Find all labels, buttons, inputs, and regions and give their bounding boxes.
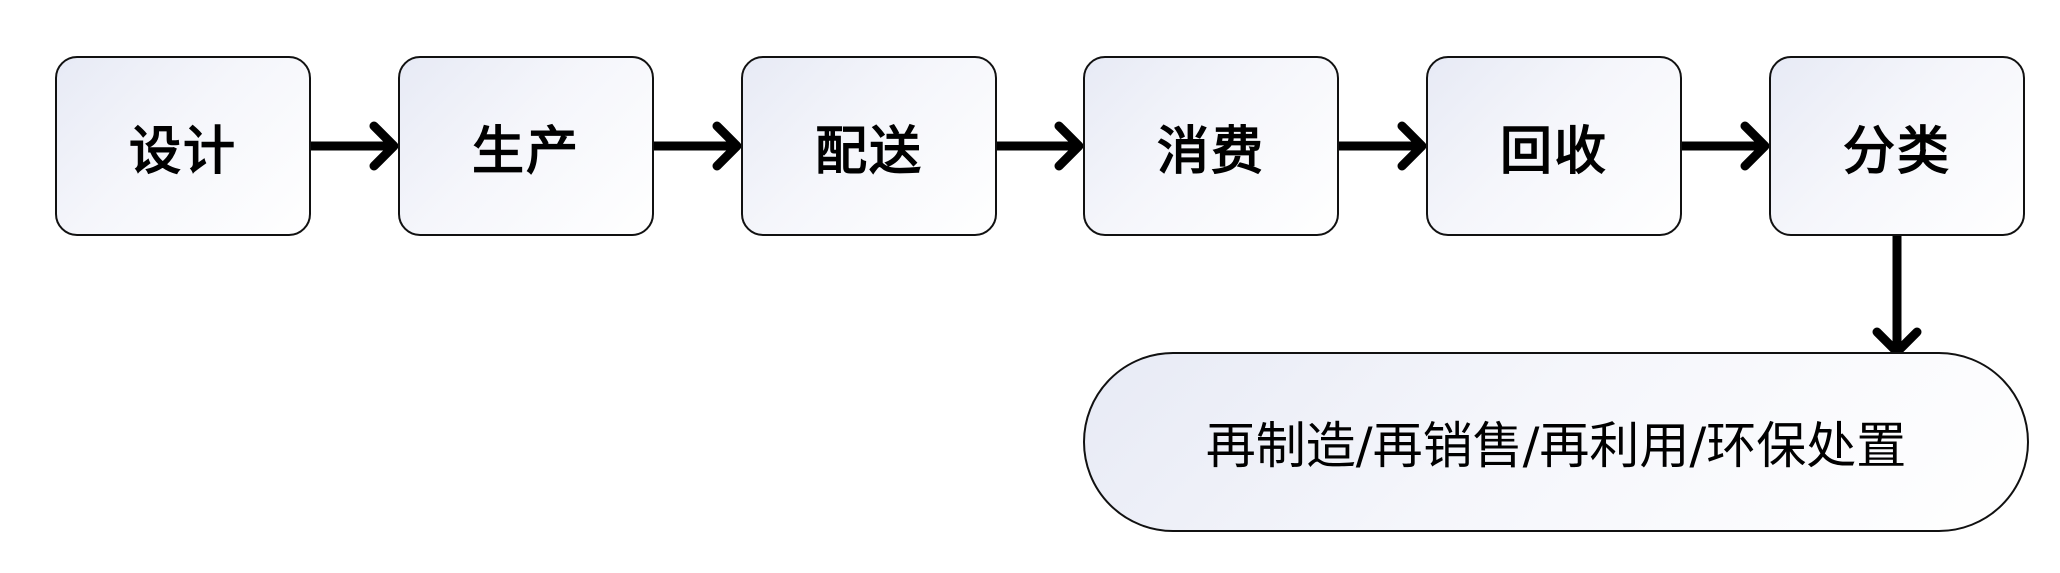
arrow-sorting-to-outcome [1872, 231, 1922, 357]
arrow-consumption-to-recycling [1334, 121, 1427, 171]
arrow-production-to-distribution [649, 121, 742, 171]
step-recycling: 回收 [1426, 56, 1682, 236]
step-production: 生产 [398, 56, 654, 236]
step-distribution: 配送 [741, 56, 997, 236]
step-sorting: 分类 [1769, 56, 2025, 236]
step-design: 设计 [55, 56, 311, 236]
arrow-distribution-to-consumption [992, 121, 1084, 171]
arrow-design-to-production [306, 121, 399, 171]
outcome-node: 再制造/再销售/再利用/环保处置 [1083, 352, 2029, 532]
arrow-recycling-to-sorting [1677, 121, 1770, 171]
step-consumption: 消费 [1083, 56, 1339, 236]
